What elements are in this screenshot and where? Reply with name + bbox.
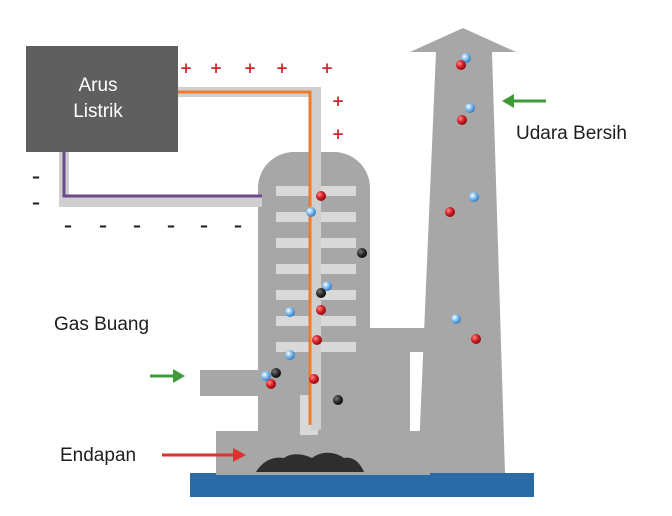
power-source-box [26,46,178,152]
power-source-line1: Arus [78,75,117,96]
minus-sign: – [133,216,141,235]
power-source-line2: Listrik [73,101,123,122]
chimney-particles [445,53,481,344]
ground-base [190,473,534,497]
plus-sign: + [332,92,345,110]
red-particle [471,334,481,344]
clean-air-label: Udara Bersih [516,123,627,144]
plus-sign: + [321,59,334,77]
clean-particle [451,314,461,324]
red-particle [445,207,455,217]
minus-sign: – [200,216,208,235]
plus-sign: + [210,59,223,77]
inlet-duct [200,370,260,396]
plus-sign: + [244,59,257,77]
minus-sign: – [32,193,40,212]
minus-sign: – [234,216,242,235]
clean-particle [285,307,295,317]
clean-air-arrow [502,94,546,108]
minus-sign: – [167,216,175,235]
chamber-particles [261,191,367,405]
minus-sign: – [64,216,72,235]
red-particle [266,379,276,389]
minus-sign: – [32,167,40,186]
plus-sign: + [332,125,345,143]
clean-particle [322,281,332,291]
plus-sign: + [276,59,289,77]
clean-particle [261,371,271,381]
clean-particle [285,350,295,360]
negative-charges: – – – – – – – – [32,167,242,235]
clean-particle [465,103,475,113]
deposit-label: Endapan [60,445,136,466]
clean-particle [461,53,471,63]
connecting-duct [370,328,430,352]
exhaust-gas-label: Gas Buang [54,314,149,335]
exhaust-gas-arrow [150,369,185,383]
dirt-particle [357,248,367,258]
red-particle [457,115,467,125]
red-particle [456,60,466,70]
deposit-pile [256,452,364,472]
red-particle [316,305,326,315]
red-particle [309,374,319,384]
dirt-particle [333,395,343,405]
clean-particle [306,207,316,217]
plus-sign: + [180,59,193,77]
minus-sign: – [99,216,107,235]
red-particle [316,191,326,201]
chimney [410,28,516,473]
positive-charges: + + + + + + + [180,59,345,143]
dirt-particle [271,368,281,378]
clean-particle [469,192,479,202]
red-particle [312,335,322,345]
dirt-particle [316,288,326,298]
deposit-arrow [162,448,246,462]
negative-wire [62,152,262,198]
positive-wire [178,90,312,425]
